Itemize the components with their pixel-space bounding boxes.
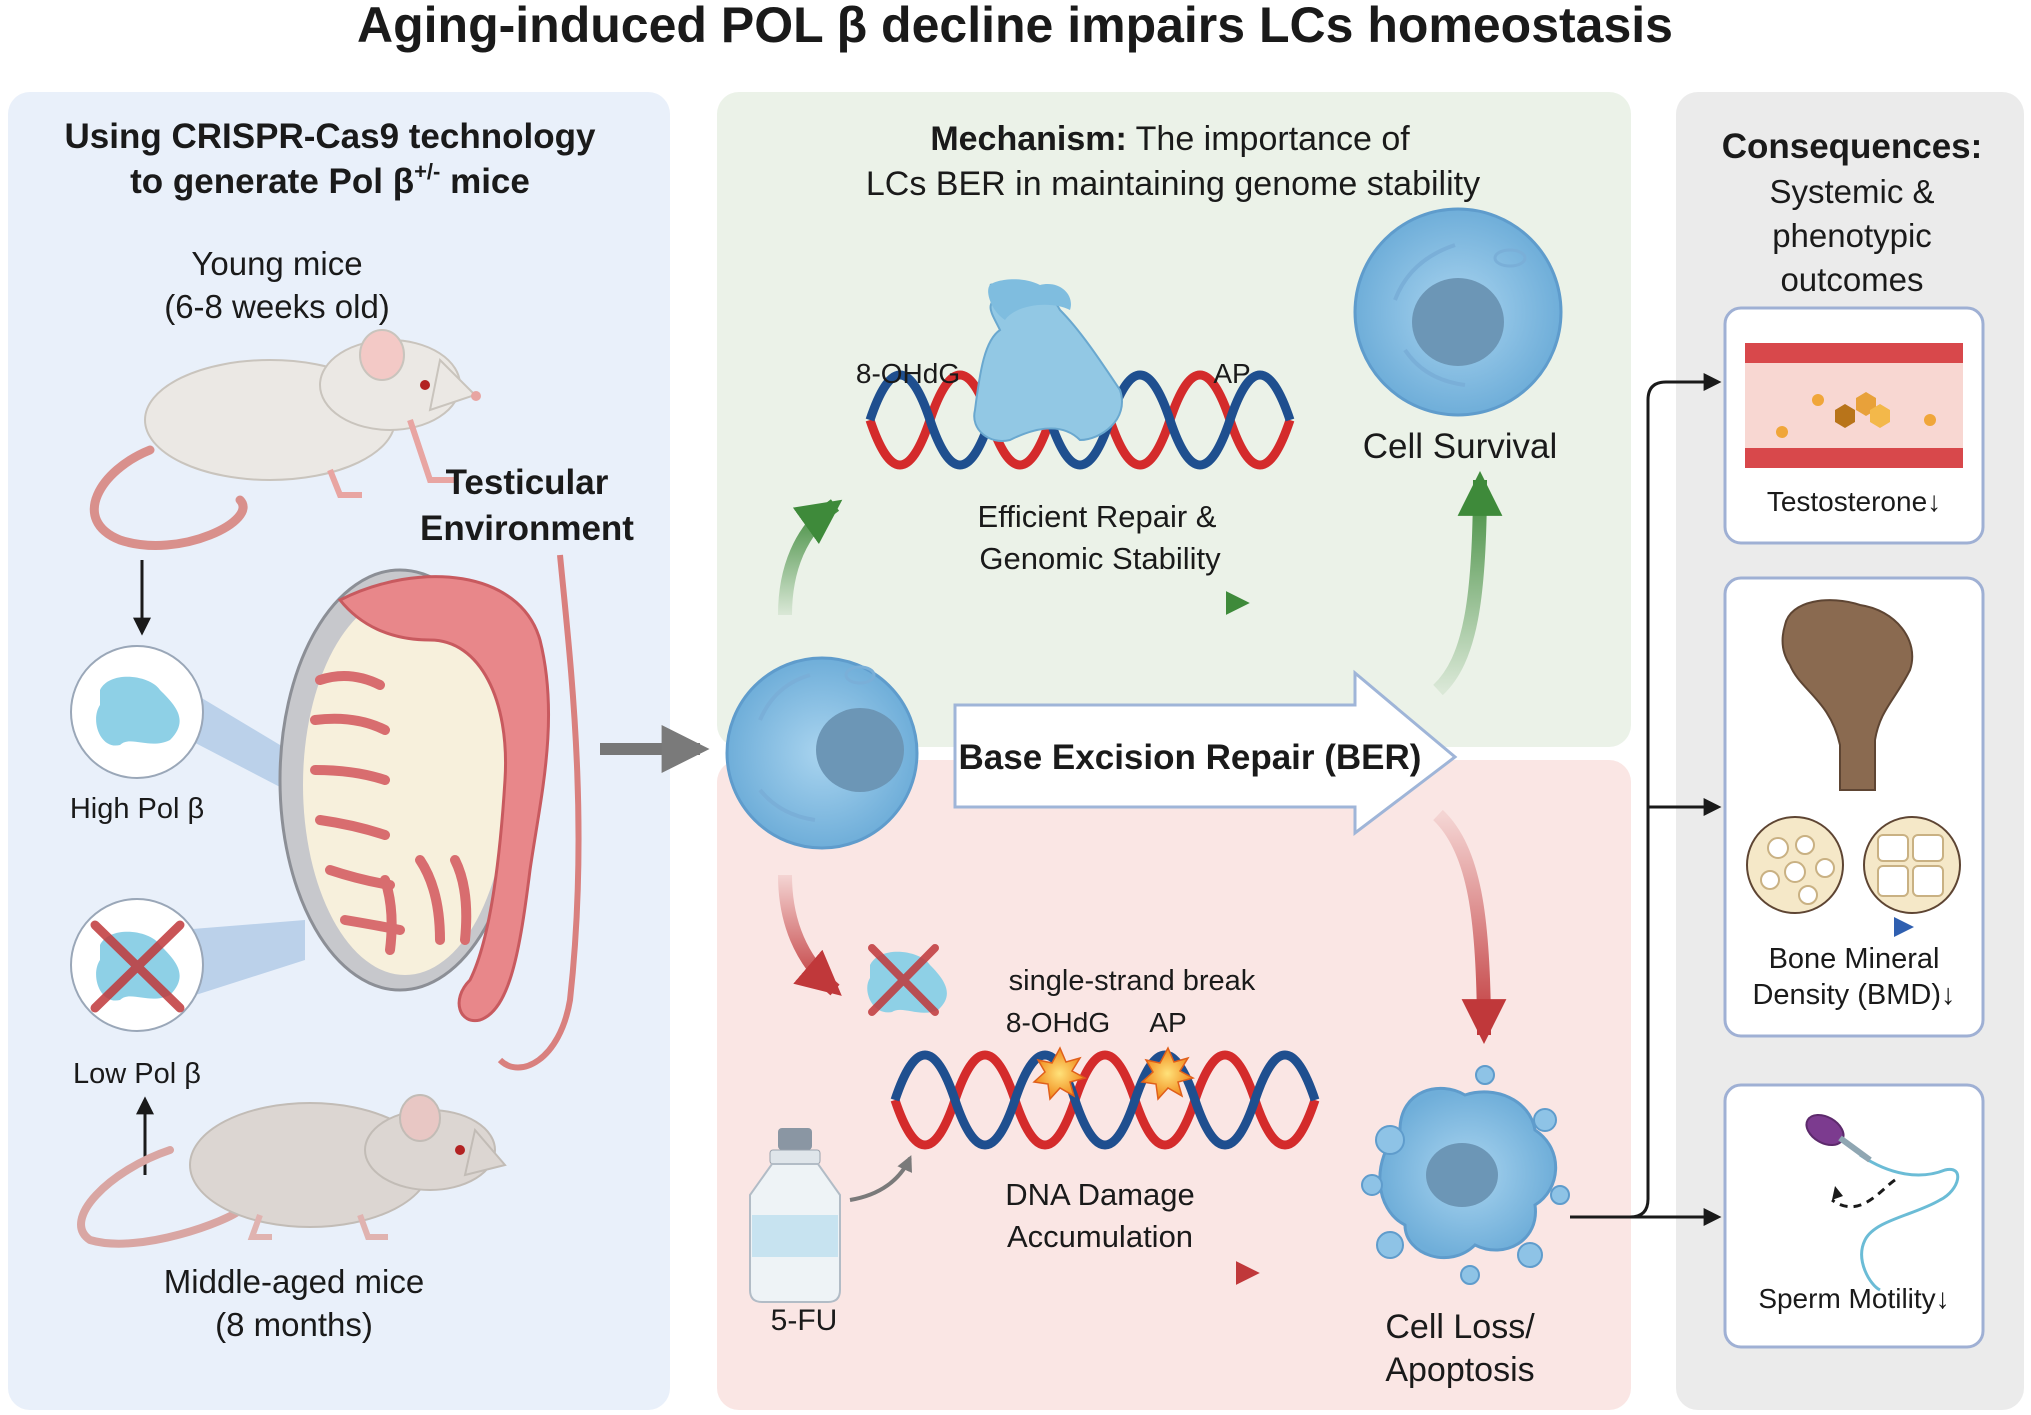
bmd-box: [1723, 576, 1985, 1038]
damage-8ohdg-label: 8-OHdG: [1006, 1007, 1110, 1038]
sperm-label: Sperm Motility↓: [1758, 1283, 1949, 1314]
left-heading-line1: Using CRISPR-Cas9 technology: [65, 117, 596, 156]
cell-loss-line1: Cell Loss/: [1385, 1308, 1535, 1346]
consequences-line2: phenotypic: [1772, 217, 1932, 254]
ssb-label: single-strand break: [1009, 965, 1256, 997]
ber-label: Base Excision Repair (BER): [959, 738, 1422, 777]
red-down-right-arrow: [1433, 809, 1507, 1044]
middle-mice-label: Middle-aged mice: [164, 1263, 424, 1300]
consequence-connector: [1570, 373, 1722, 1226]
inactive-cross-icon: [868, 944, 939, 1016]
testicular-line2: Environment: [420, 509, 634, 548]
testicular-line1: Testicular: [446, 463, 609, 502]
top-ap-label: AP: [1213, 358, 1250, 389]
ber-arrow-shape: [953, 669, 1458, 837]
cross-icon: [90, 920, 185, 1013]
damage-line2: Accumulation: [1007, 1219, 1193, 1254]
damage-burst-icon: [1032, 1046, 1196, 1101]
low-pol-callout: [180, 920, 305, 1000]
damage-ap-label: AP: [1149, 1007, 1186, 1038]
mechanism-heading-line1: Mechanism: The importance of: [930, 120, 1410, 158]
femur-icon: [1781, 599, 1914, 791]
cell-loss-line2: Apoptosis: [1385, 1351, 1534, 1389]
damaged-dna-icon: [890, 1050, 1320, 1150]
high-pol-label: High Pol β: [70, 793, 204, 825]
high-pol-callout: [180, 685, 305, 800]
mechanism-heading-line2: LCs BER in maintaining genome stability: [866, 165, 1480, 203]
testosterone-label: Testosterone↓: [1767, 486, 1941, 517]
top-8ohdg-label: 8-OHdG: [856, 358, 960, 389]
consequences-line3: outcomes: [1780, 261, 1923, 298]
pol-beta-top-lobe: [988, 279, 1071, 320]
drug-label: 5-FU: [771, 1304, 838, 1337]
sperm-icon: [1805, 1113, 1960, 1292]
leydig-cell-icon: [725, 656, 919, 850]
low-pol-label: Low Pol β: [73, 1058, 201, 1090]
red-down-left-arrow: [778, 874, 842, 996]
young-mouse-icon: [89, 329, 481, 550]
sperm-box: [1723, 1083, 1985, 1349]
repair-line2: Genomic Stability: [979, 541, 1221, 576]
cell-survival-label: Cell Survival: [1363, 427, 1558, 466]
green-up-left-arrow: [778, 499, 843, 616]
figure-title: Aging-induced POL β decline impairs LCs …: [357, 0, 1673, 53]
testis-icon: [278, 554, 582, 1071]
bmd-line2: Density (BMD)↓: [1752, 979, 1955, 1011]
blood-vessel-icon: [1745, 343, 1963, 468]
vial-to-dna-arrow: [849, 1155, 912, 1202]
consequences-heading: Consequences:: [1722, 127, 1983, 166]
apoptotic-cell-icon: [1361, 1065, 1570, 1285]
vial-icon: [749, 1128, 841, 1303]
consequences-line1: Systemic &: [1769, 173, 1934, 210]
young-mice-label: Young mice: [191, 245, 362, 282]
young-mice-age: (6-8 weeks old): [164, 288, 390, 325]
left-heading-line2: to generate Pol β+/- mice: [130, 159, 530, 201]
pol-beta-high-icon: [96, 676, 180, 746]
green-up-right-arrow: [1433, 471, 1503, 696]
repair-line1: Efficient Repair &: [978, 499, 1217, 534]
trabecular-healthy-icon: [1746, 816, 1844, 914]
healthy-cell-icon: [1353, 207, 1563, 417]
damage-line1: DNA Damage: [1005, 1177, 1195, 1212]
middle-mice-age: (8 months): [215, 1306, 373, 1343]
bmd-line1: Bone Mineral: [1769, 943, 1940, 975]
trabecular-osteoporotic-icon: [1863, 816, 1961, 914]
middle-aged-mouse-icon: [77, 1094, 507, 1248]
